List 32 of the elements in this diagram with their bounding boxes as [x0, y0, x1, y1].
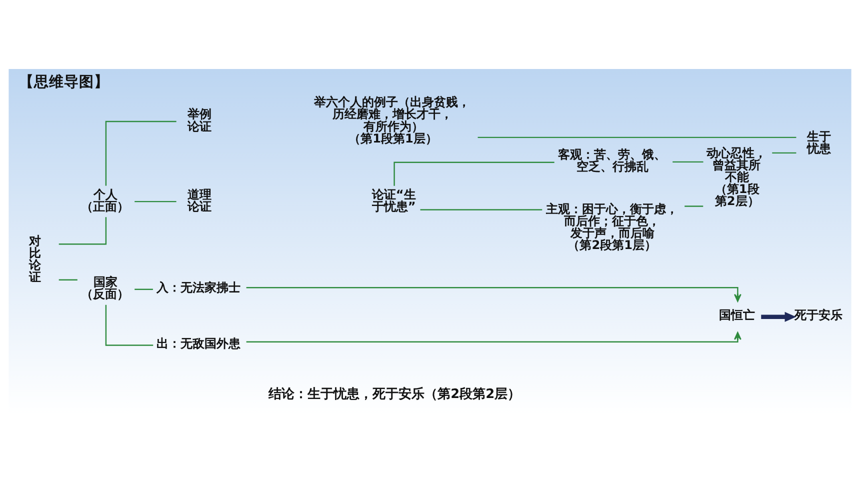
node-text: 生于忧患 — [806, 130, 831, 156]
node-text: 举六个人的例子（出身贫贱，历经磨难，增长才干，有所作为） （第1段第1层） — [314, 95, 470, 146]
arrow — [246, 332, 742, 342]
node-text: 对比论证 — [28, 234, 41, 284]
node-text: 主观：困于心，衡于虑，而后作；征于色，发于声，而后喻 （第2段第1层） — [546, 202, 678, 252]
connector — [672, 161, 704, 163]
connector — [394, 162, 554, 186]
connector — [105, 304, 154, 346]
node-text: 论证“生于忧患” — [372, 187, 416, 214]
connector — [420, 209, 542, 210]
node-text: 个人（正面） — [80, 187, 129, 214]
arrow — [761, 312, 796, 322]
node-text: 死于安乐 — [794, 308, 843, 322]
connector — [58, 217, 107, 245]
connector — [134, 288, 153, 290]
node-text: 动心忍性，曾益其所不能 （第1段第2层） — [706, 146, 767, 208]
node-text: 国恒亡 — [719, 308, 756, 322]
connector — [58, 279, 78, 280]
label: 结论：生于忧患，死于安乐（第2段第2层） — [268, 387, 521, 402]
node-text: 客观：苦、劳、饿、空乏、行拂乱 — [558, 148, 666, 174]
node-text: 国家（反面） — [80, 275, 129, 302]
diagram-title: 【思维导图】 — [19, 74, 110, 91]
connector — [478, 136, 796, 138]
node-text: 举例论证 — [187, 107, 212, 134]
connector — [134, 200, 176, 202]
node-text: 道理论证 — [187, 187, 212, 214]
connector — [684, 206, 704, 207]
connector — [772, 152, 796, 154]
node-text: 入：无法家拂士 — [156, 280, 241, 295]
node-text: 出：无敌国外患 — [156, 336, 241, 351]
connector — [105, 120, 176, 186]
arrow — [246, 287, 742, 302]
